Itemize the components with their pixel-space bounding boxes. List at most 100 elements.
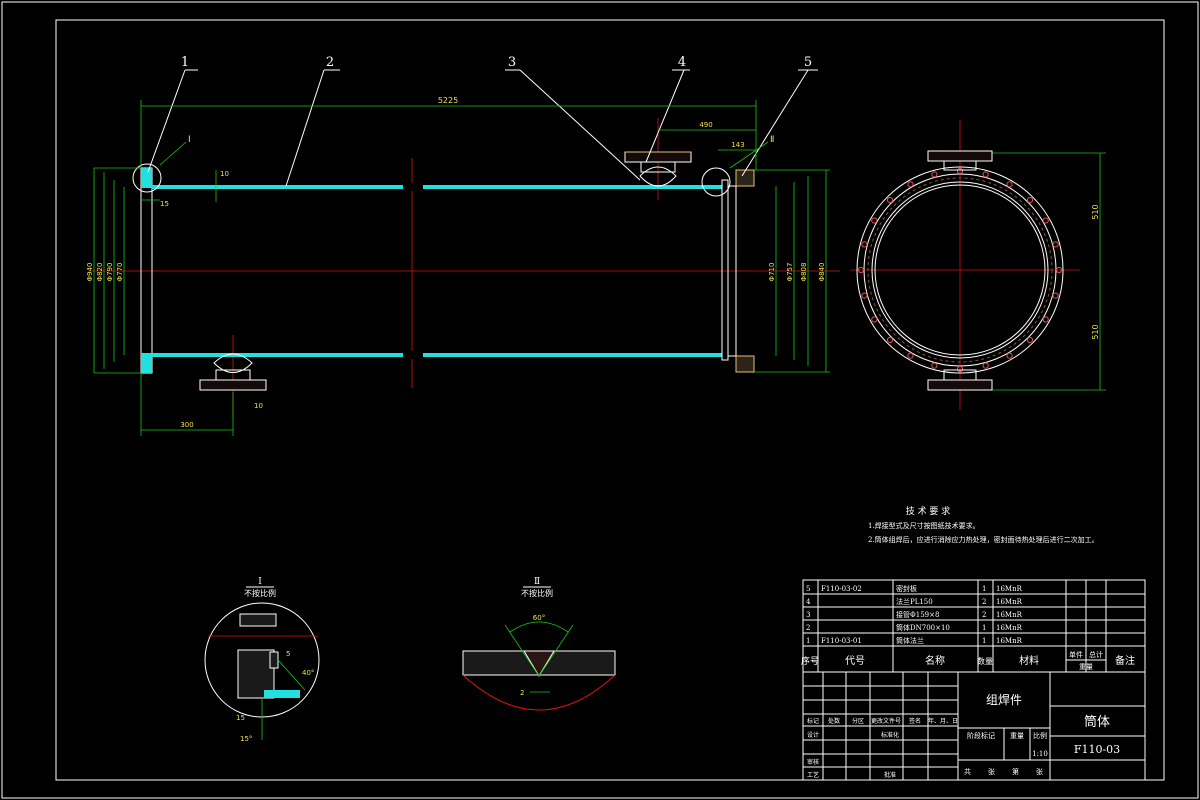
end-view-top-nozzle-flange (927, 150, 993, 162)
bom-row-2-no: 4 (806, 598, 811, 606)
dim-left-dia-1: Φ940 (86, 263, 94, 282)
bom-row-1-qty: 1 (982, 585, 986, 593)
detail-circle-right (701, 167, 731, 197)
right-flange-bottom-hatch (735, 355, 755, 373)
right-ring-outer (721, 179, 729, 361)
bom-row-4-material: 16MnR (996, 624, 1023, 632)
bom-grid (802, 579, 1146, 673)
title-block-text: 组焊件 筒体 F110-03 阶段标记 重量 比例 1:10 共 张 第 张 标… (807, 692, 1120, 779)
detail-mark-right: Ⅱ (770, 135, 774, 145)
dim-overall-length: 5225 (438, 96, 458, 105)
inner-frame (55, 19, 1165, 781)
bom-row-5-code: F110-03-01 (821, 637, 862, 645)
dim-right-offset: 143 (731, 141, 744, 149)
bolt-hole (1026, 336, 1034, 344)
detail-1-title: Ⅰ (258, 577, 262, 587)
bom-row-5-no: 1 (806, 637, 810, 645)
dim-left-dia-3: Φ790 (106, 263, 114, 282)
detail-1-dim-c: 15° (240, 735, 252, 743)
dim-wall: 10 (220, 170, 229, 178)
end-view-bottom-nozzle-flange (927, 379, 993, 391)
role-review: 审核 (807, 758, 819, 766)
detail-1: Ⅰ 不按比例 40° 5 15 15° (204, 577, 320, 743)
dim-right-height-top: 510 (1091, 204, 1100, 219)
dim-detail-small: 10 (254, 402, 263, 410)
balloon-4: 4 (678, 55, 686, 70)
balloon-3: 3 (508, 55, 516, 70)
detail-1-step (269, 651, 279, 669)
bolt-hole (857, 266, 865, 274)
title-sheet-4: 张 (1036, 767, 1043, 776)
title-assembly: 组焊件 (986, 692, 1022, 707)
detail-1-weld (264, 690, 300, 698)
bolt-hole (886, 196, 894, 204)
bolt-hole (982, 362, 989, 369)
bom-row-1-material: 16MnR (996, 585, 1023, 593)
detail-2-angle-left (504, 624, 540, 677)
bolt-hole (1042, 217, 1049, 224)
bolt-hole (1006, 352, 1013, 359)
break-gap-bottom (403, 351, 423, 359)
bolt-hole (871, 217, 878, 224)
bom-header-qty: 数量 (977, 656, 993, 666)
dim-nozzle-spacing: 490 (699, 121, 712, 129)
bom-rows: 5 F110-03-02 密封板 1 16MnR 4 法兰PL150 2 16M… (806, 584, 1023, 645)
rev-col-doc: 更改文件号 (871, 717, 901, 725)
role-approve: 批准 (884, 771, 896, 779)
title-sheet-3: 第 (1012, 767, 1019, 776)
end-view-flange-outer (856, 166, 1064, 374)
detail-2-angle-arc (509, 621, 569, 633)
bom-row-4-qty: 1 (982, 624, 986, 632)
dim-right-dia-2: Φ757 (786, 263, 794, 282)
bom-row-1-no: 5 (806, 585, 810, 593)
dim-left-offset: 15 (160, 200, 169, 208)
bolt-hole (982, 171, 989, 178)
role-standard: 标准化 (881, 731, 899, 739)
bom-row-2-name: 法兰PL150 (896, 597, 933, 606)
bom-row-5-material: 16MnR (996, 637, 1023, 645)
top-nozzle-opening (639, 166, 677, 187)
detail-2: Ⅱ 不按比例 60° 2 (462, 577, 616, 711)
balloon-2: 2 (326, 55, 334, 70)
title-scale: 1:10 (1032, 750, 1048, 758)
detail-1-dim-b: 15 (236, 714, 245, 722)
tech-req-item-1: 1.焊接型式及尺寸按图纸技术要求。 (868, 521, 980, 530)
bolt-hole (871, 316, 878, 323)
title-sheet-2: 张 (988, 767, 995, 776)
bom-header-no: 序号 (801, 655, 819, 667)
bolt-hole (931, 171, 938, 178)
bolt-hole (861, 241, 868, 248)
tech-req-item-2: 2.筒体组焊后，应进行消除应力热处理，密封面待热处理后进行二次加工。 (868, 535, 1099, 544)
bom-header-material: 材料 (1019, 654, 1039, 667)
end-view-bolt-holes (857, 167, 1063, 373)
title-weight-label: 重量 (1010, 732, 1024, 740)
detail-1-note: 不按比例 (244, 588, 276, 598)
bom-header-remark: 备注 (1115, 654, 1135, 667)
bom-header-name: 名称 (925, 654, 945, 667)
bolt-hole (1052, 241, 1059, 248)
detail-2-angle-right (538, 624, 574, 677)
bom-row-5-qty: 1 (982, 637, 986, 645)
bolt-hole (956, 167, 964, 175)
left-flange-top-weld (141, 168, 152, 188)
detail-circle-left (132, 163, 162, 193)
bom-row-3-qty: 2 (982, 611, 986, 619)
bolt-hole (907, 181, 914, 188)
bolt-hole (886, 336, 894, 344)
dim-right-dia-1: Φ710 (768, 263, 776, 282)
dim-right-dia-3: Φ808 (800, 263, 808, 282)
balloon-1: 1 (181, 55, 189, 70)
rev-col-date: 年、月、日 (928, 717, 958, 725)
bolt-hole (907, 352, 914, 359)
rev-col-zone: 分区 (852, 717, 864, 725)
tech-req-title: 技 术 要 求 (906, 505, 951, 517)
title-block-grid (802, 671, 1146, 781)
bolt-hole (1052, 292, 1059, 299)
bolt-hole (1055, 266, 1063, 274)
detail-mark-left: Ⅰ (188, 135, 191, 145)
end-view-shell-outer (871, 181, 1049, 359)
bolt-hole (1006, 181, 1013, 188)
dim-left-dia-2: Φ820 (96, 263, 104, 282)
detail-1-shell-hatch (239, 613, 277, 627)
